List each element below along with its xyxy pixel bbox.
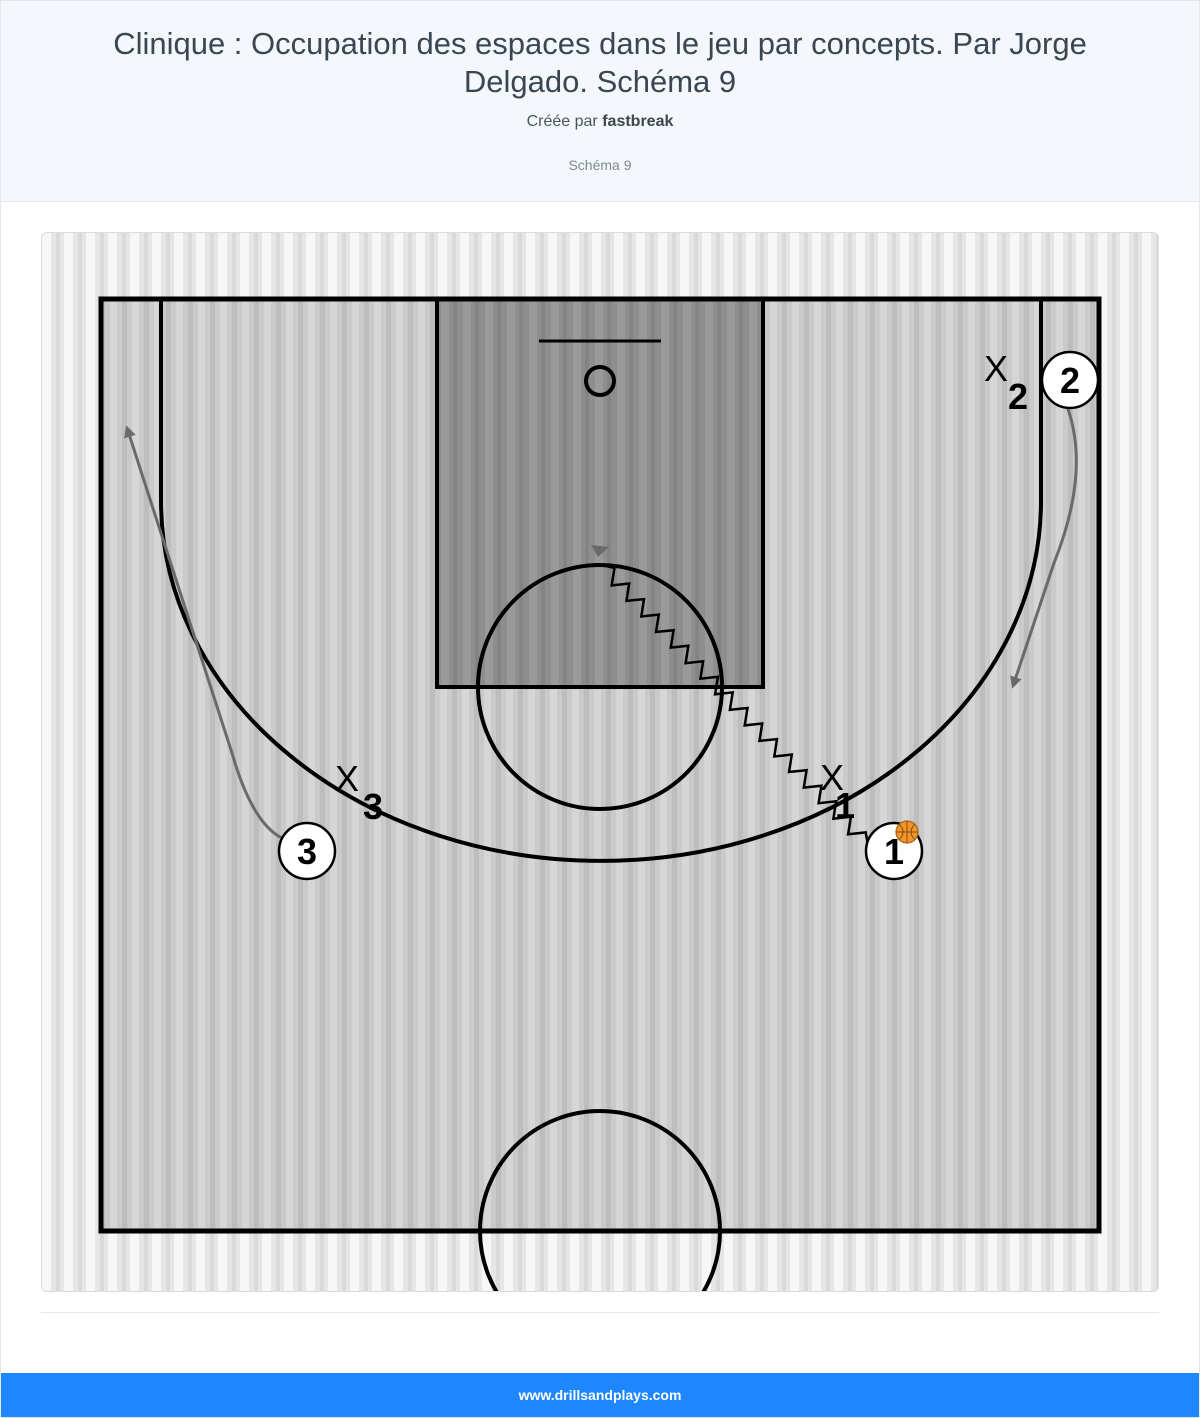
created-by-label: Créée par [526, 113, 598, 130]
cut-path-player-3 [124, 425, 283, 840]
defender-x2-mark: X [984, 348, 1008, 389]
author-link[interactable]: fastbreak [602, 113, 674, 130]
player-1-label: 1 [884, 831, 904, 872]
key-area [435, 297, 765, 689]
dribble-arrowhead [591, 545, 609, 557]
player-3-label: 3 [297, 831, 317, 872]
court-svg: X 1 X 2 X 3 1 2 [42, 233, 1158, 1291]
basketball-icon [895, 820, 919, 844]
defender-x2-number: 2 [1008, 376, 1028, 417]
defender-x1-mark: X [820, 757, 844, 798]
diagram-caption: Schéma 9 [568, 157, 632, 173]
defender-x2: X 2 [984, 348, 1028, 417]
defender-x1: X 1 [820, 757, 855, 826]
footer-site-link[interactable]: www.drillsandplays.com [518, 1387, 682, 1403]
page-header: Clinique : Occupation des espaces dans l… [1, 1, 1199, 202]
player-3-circle [277, 821, 337, 881]
play-diagram: X 1 X 2 X 3 1 2 [41, 232, 1159, 1292]
byline: Créée par fastbreak [1, 113, 1199, 131]
dribble-path [601, 563, 870, 846]
footer: www.drillsandplays.com [1, 1373, 1199, 1417]
page-title: Clinique : Occupation des espaces dans l… [113, 26, 1087, 99]
content-divider [41, 1312, 1159, 1313]
defender-x1-number: 1 [835, 785, 855, 826]
hoop-icon [584, 365, 616, 397]
defender-x3: X 3 [335, 758, 383, 827]
court-boundary [98, 296, 1102, 1234]
defender-x3-number: 3 [363, 786, 383, 827]
player-2: 2 [1040, 350, 1100, 410]
player-2-label: 2 [1060, 360, 1080, 401]
center-circle [478, 1109, 722, 1291]
defender-x3-mark: X [335, 758, 359, 799]
player-3: 3 [277, 821, 337, 881]
cut-path-player-2 [1010, 408, 1078, 689]
player-2-circle [1040, 350, 1100, 410]
free-throw-circle [476, 563, 724, 811]
three-point-line [159, 299, 1043, 863]
